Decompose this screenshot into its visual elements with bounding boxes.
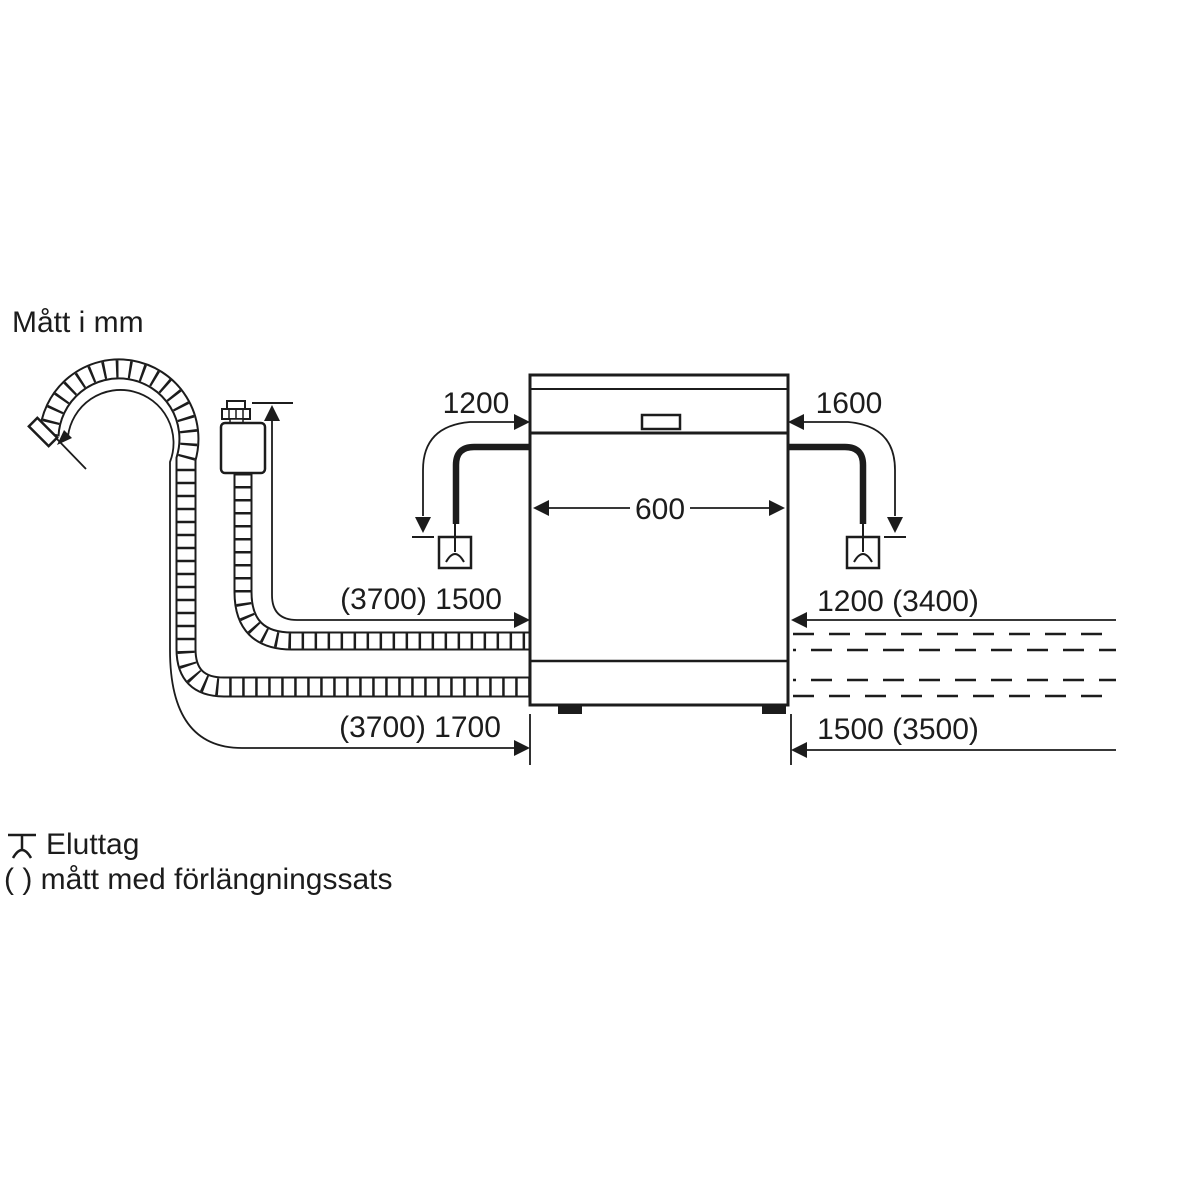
earthed-socket-icon (8, 833, 36, 859)
supply-hose (233, 473, 530, 651)
dishwasher (528, 373, 790, 714)
dimension-cable-right: 1600 (788, 387, 906, 538)
dim-label-600: 600 (635, 493, 685, 526)
drain-hose (27, 358, 530, 698)
arrow-right-icon (514, 740, 530, 756)
dim-label-1600: 1600 (816, 387, 883, 420)
arrow-down-icon (887, 517, 903, 533)
earthed-socket-icon (445, 553, 465, 563)
arrow-right-icon (514, 414, 530, 430)
socket-right (845, 524, 881, 570)
dimension-extended-upper: 1200 (3400) (791, 585, 1116, 628)
arrow-down-left-icon (57, 430, 72, 445)
arrow-left-icon (788, 414, 804, 430)
dimension-width: 600 (533, 493, 785, 526)
foot-left (558, 705, 582, 714)
earthed-socket-icon (853, 553, 873, 563)
legend: Eluttag ( ) mått med förlängningssats (4, 828, 393, 896)
foot-right (762, 705, 786, 714)
dim-label-1500-3500: 1500 (3500) (817, 713, 979, 746)
aquastop-valve (219, 400, 267, 475)
control-panel-display (640, 413, 682, 431)
arrow-left-icon (533, 500, 549, 516)
arrow-up-icon (264, 405, 280, 421)
diagram-title: Mått i mm (12, 306, 144, 339)
arrow-right-icon (514, 612, 530, 628)
extension-hoses-dashed (793, 632, 1116, 698)
dimension-cable-left: 1200 (412, 387, 530, 538)
dim-label-3700-1700: (3700) 1700 (339, 711, 501, 744)
dimension-extended-lower: 1500 (3500) (529, 713, 1116, 765)
socket-left (437, 524, 473, 570)
arrow-left-icon (791, 742, 807, 758)
legend-extension-note: ( ) mått med förlängningssats (4, 863, 393, 896)
dimension-drain-hose: (3700) 1700 (55, 389, 530, 756)
power-cable-left (452, 443, 530, 524)
dim-label-1200-3400: 1200 (3400) (817, 585, 979, 618)
arrow-right-icon (769, 500, 785, 516)
dim-label-3700-1500: (3700) 1500 (340, 583, 502, 616)
dim-label-1200: 1200 (443, 387, 510, 420)
drain-hose-endcap (27, 416, 59, 448)
arrow-left-icon (791, 612, 807, 628)
dimension-supply-hose: (3700) 1500 (252, 402, 530, 628)
arrow-down-icon (415, 517, 431, 533)
power-cable-right (788, 443, 867, 524)
legend-socket-label: Eluttag (46, 828, 139, 861)
